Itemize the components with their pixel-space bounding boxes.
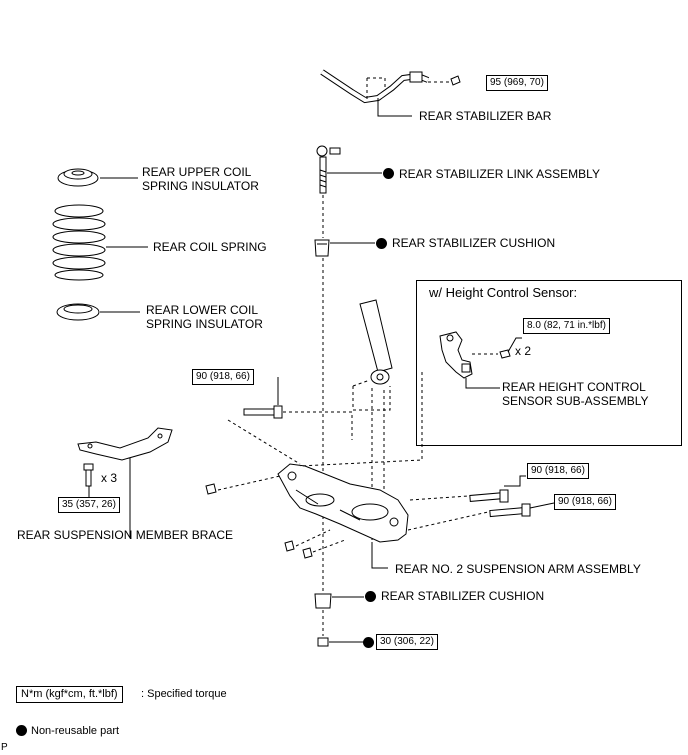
inset-title: w/ Height Control Sensor: [429, 285, 578, 300]
arm-bolt-right-upper-drawing [469, 489, 509, 503]
brace-bolt-drawing [83, 463, 94, 487]
coil-spring-drawing [52, 204, 106, 281]
torque-lower-nut: 30 (306, 22) [376, 634, 438, 650]
upper-insulator-drawing [57, 168, 99, 187]
label-rear-stabilizer-link: REAR STABILIZER LINK ASSEMBLY [399, 167, 600, 181]
torque-brace-bolt: 35 (357, 26) [58, 497, 120, 513]
legend-non-reusable-dot [16, 725, 27, 736]
stabilizer-link-drawing [316, 145, 341, 194]
height-sensor-drawing [439, 331, 473, 379]
label-rear-stabilizer-cushion-upper: REAR STABILIZER CUSHION [392, 236, 556, 250]
legend-non-reusable-text: Non-reusable part [31, 725, 120, 737]
brace-bolt-quantity: x 3 [101, 471, 118, 485]
non-reusable-mark-cushion-lower [365, 591, 376, 602]
label-suspension-arm-assembly: REAR NO. 2 SUSPENSION ARM ASSEMBLY [395, 562, 641, 576]
arm-nuts-lower-drawing [284, 540, 313, 559]
label-rear-coil-spring: REAR COIL SPRING [153, 240, 267, 254]
torque-arm-bolt-left: 90 (918, 66) [192, 369, 254, 385]
legend-torque-desc: : Specified torque [141, 688, 227, 700]
torque-arm-bolt-right-upper: 90 (918, 66) [527, 463, 589, 479]
stabilizer-cushion-lower-drawing [314, 593, 332, 609]
footer-mark: P [1, 742, 8, 753]
label-height-sensor-line2: SENSOR SUB-ASSEMBLY [502, 394, 649, 408]
label-rear-stabilizer-cushion-lower: REAR STABILIZER CUSHION [381, 589, 545, 603]
label-suspension-member-brace: REAR SUSPENSION MEMBER BRACE [17, 528, 234, 542]
arm-bolt-right-lower-drawing [489, 503, 531, 518]
label-height-sensor-line1: REAR HEIGHT CONTROL [502, 380, 646, 394]
arm-nut-left-drawing [205, 483, 217, 495]
torque-arm-bolt-right-lower: 90 (918, 66) [554, 494, 616, 510]
non-reusable-mark-cushion-upper [376, 238, 387, 249]
torque-stabilizer-bar-nut: 95 (969, 70) [486, 75, 548, 91]
non-reusable-mark-link [383, 168, 394, 179]
suspension-arm-drawing [277, 463, 409, 543]
torque-height-sensor-bolt: 8.0 (82, 71 in.*lbf) [523, 318, 610, 334]
height-sensor-inset [416, 280, 682, 446]
shock-absorber-drawing [359, 299, 393, 385]
legend-torque-unit: N*m (kgf*cm, ft.*lbf) [16, 686, 123, 703]
non-reusable-mark-lower-nut [363, 637, 374, 648]
label-upper-insulator-line2: SPRING INSULATOR [142, 179, 259, 193]
label-lower-insulator-line1: REAR LOWER COIL [146, 303, 259, 317]
label-upper-insulator-line1: REAR UPPER COIL [142, 165, 252, 179]
sensor-bolt-quantity: x 2 [515, 344, 532, 358]
stabilizer-bar-drawing [320, 69, 430, 104]
label-lower-insulator-line2: SPRING INSULATOR [146, 317, 263, 331]
arm-bolt-left-drawing [243, 405, 283, 419]
label-rear-stabilizer-bar: REAR STABILIZER BAR [419, 109, 552, 123]
lower-nut-drawing [317, 637, 329, 647]
sensor-bolt-drawing [499, 349, 511, 359]
lower-insulator-drawing [56, 303, 100, 321]
stabilizer-cushion-upper-drawing [314, 239, 330, 257]
member-brace-drawing [77, 427, 173, 461]
stabilizer-bar-nut-drawing [450, 75, 461, 86]
